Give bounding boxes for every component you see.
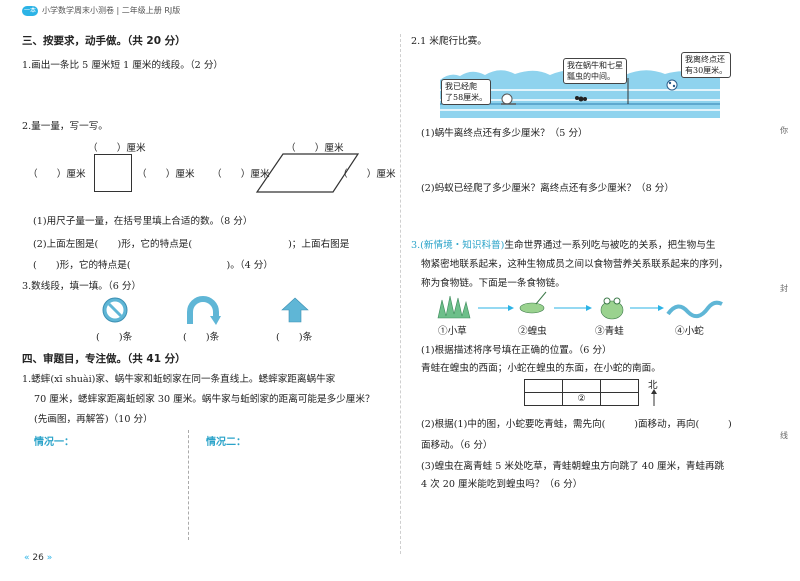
north-label: 北 (648, 380, 658, 391)
margin-mark-feng: 封 (780, 284, 788, 293)
grid-cell (562, 379, 601, 393)
ant-icon (575, 96, 587, 102)
ladybug-speech-bubble: 我离终点还 有30厘米。 (681, 52, 732, 78)
margin-mark-ni: 你 (780, 126, 788, 135)
parallelogram-right-blank: （ ）厘米 (338, 169, 396, 180)
q4-line1: 1.蟋蟀(xī shuài)家、蜗牛家和蚯蚓家在同一条直线上。蟋蟀家距离蜗牛家 (22, 374, 336, 385)
square-left-blank: （ ）厘米 (28, 169, 86, 180)
case1-label: 情况一： (34, 437, 74, 448)
snail-speech-bubble: 我已经爬 了58厘米。 (441, 79, 492, 105)
grid-row: ② (524, 392, 639, 406)
q1-text: 1.画出一条比 5 厘米短 1 厘米的线段。（2 分） (22, 60, 224, 71)
grid-cell (600, 392, 639, 406)
position-grid: ② (524, 379, 639, 406)
q4-line3: (先画图，再解答)（10 分） (34, 414, 153, 425)
grid-cell (600, 379, 639, 393)
frog-icon (600, 297, 624, 320)
chain-label-snake: ④小蛇 (675, 326, 704, 337)
grid-cell (524, 379, 563, 393)
chain-sub2-line1: (2)根据(1)中的图，小蛇要吃青蛙，需先向( )面移动，再向( ) (421, 419, 732, 430)
snake-icon (666, 300, 723, 319)
square-top-blank: （ ）厘米 (88, 143, 146, 154)
chain-sub3-line2: 4 次 20 厘米能吃到蝗虫吗？（6 分） (421, 479, 583, 490)
north-arrow-icon (651, 389, 657, 406)
ant-speech-text: 我在蜗牛和七星 瓢虫的中间。 (567, 61, 623, 81)
new-context-tag: 3.(新情境・知识科普) (411, 240, 505, 251)
header-divider: | (116, 6, 122, 15)
chain-label-grass: ①小草 (438, 326, 467, 337)
no-entry-sign-icon (102, 297, 128, 323)
shape1-count-blank: ( )条 (96, 332, 133, 343)
race-sub2: (2)蚂蚁已经爬了多少厘米？离终点还有多少厘米？（8 分） (421, 183, 674, 194)
page-number-value: 26 (32, 553, 44, 563)
shape3-count-blank: ( )条 (276, 332, 313, 343)
up-arrow-icon (281, 297, 309, 323)
chain-sub1-desc: 青蛙在蝗虫的西面；小蛇在蝗虫的东面，在小蛇的南面。 (421, 363, 661, 374)
food-chain-intro-line1: 3.(新情境・知识科普)生命世界通过一系列吃与被吃的关系，把生物与生 (411, 237, 715, 251)
parallelogram-top-blank: （ ）厘米 (286, 143, 344, 154)
q2-sub1: (1)用尺子量一量，在括号里填上合适的数。（8 分） (33, 216, 253, 227)
page-number-prefix: « (24, 553, 33, 563)
food-chain-intro-text: 生命世界通过一系列吃与被吃的关系，把生物与生 (504, 240, 716, 251)
food-chain-illustration (437, 291, 723, 320)
page-number: « 26 » (24, 553, 52, 563)
brand-badge: 一本 (22, 6, 38, 16)
q4-line2: 70 厘米，蟋蟀家距离蚯蚓家 30 厘米。蜗牛家与蚯蚓家的距离可能是多少厘米？ (34, 394, 375, 405)
snail-speech-text: 我已经爬 了58厘米。 (445, 82, 488, 102)
q2-sub2-line2: ( )形，它的特点是( )。（4 分） (33, 260, 273, 271)
case2-label: 情况二： (206, 437, 246, 448)
square-shape (94, 154, 132, 192)
column-divider (400, 34, 401, 554)
section4-title: 四、审题目，专注做。（共 41 分） (22, 353, 186, 365)
q2-sub2-line1: (2)上面左图是( )形，它的特点是( )；上面右图是 (33, 239, 350, 250)
race-sub1: (1)蜗牛离终点还有多少厘米？（5 分） (421, 128, 588, 139)
food-chain-intro-line3: 称为食物链。下面是一条食物链。 (421, 278, 565, 289)
shape2-count-blank: ( )条 (183, 332, 220, 343)
grid-cell (524, 392, 563, 406)
section3-title: 三、按要求，动手做。（共 20 分） (22, 35, 186, 47)
food-chain-intro-line2: 物紧密地联系起来，这种生物成员之间以食物营养关系联系起来的序列， (421, 259, 728, 270)
header-book-title: 小学数学周末小测卷 (42, 6, 114, 15)
grasshopper-icon (519, 291, 547, 314)
page-number-suffix: » (43, 553, 53, 563)
u-turn-arrow-icon (187, 296, 221, 325)
q3-text: 3.数线段，填一填。（6 分） (22, 281, 142, 292)
case-divider (188, 430, 189, 540)
q2-text: 2.量一量，写一写。 (22, 121, 108, 132)
chain-label-grasshopper: ②蝗虫 (518, 326, 547, 337)
chain-sub3-line1: (3)蝗虫在离青蛙 5 米处吃草，青蛙朝蝗虫方向跳了 40 厘米，青蛙再跳 (421, 461, 725, 472)
race-scene (440, 70, 720, 118)
race-question: 2.1 米爬行比赛。 (411, 36, 487, 47)
header-grade: 二年级上册 RJ版 (121, 6, 181, 15)
ladybug-speech-text: 我离终点还 有30厘米。 (685, 55, 728, 75)
margin-mark-xian: 线 (780, 431, 788, 440)
header-title: 小学数学周末小测卷 | 二年级上册 RJ版 (42, 5, 180, 16)
chain-sub1: (1)根据描述将序号填在正确的位置。（6 分） (421, 345, 612, 356)
chain-label-frog: ③青蛙 (595, 326, 624, 337)
grass-icon (437, 295, 471, 319)
parallelogram-shape (255, 153, 360, 193)
ant-speech-bubble: 我在蜗牛和七星 瓢虫的中间。 (563, 58, 627, 84)
parallelogram-left-blank: （ ）厘米 (212, 169, 270, 180)
grid-row (524, 379, 639, 393)
square-right-blank: （ ）厘米 (137, 169, 195, 180)
grid-cell-grasshopper: ② (562, 392, 601, 406)
snail-icon (501, 93, 516, 105)
chain-sub2-line2: 面移动。（6 分） (421, 440, 493, 451)
